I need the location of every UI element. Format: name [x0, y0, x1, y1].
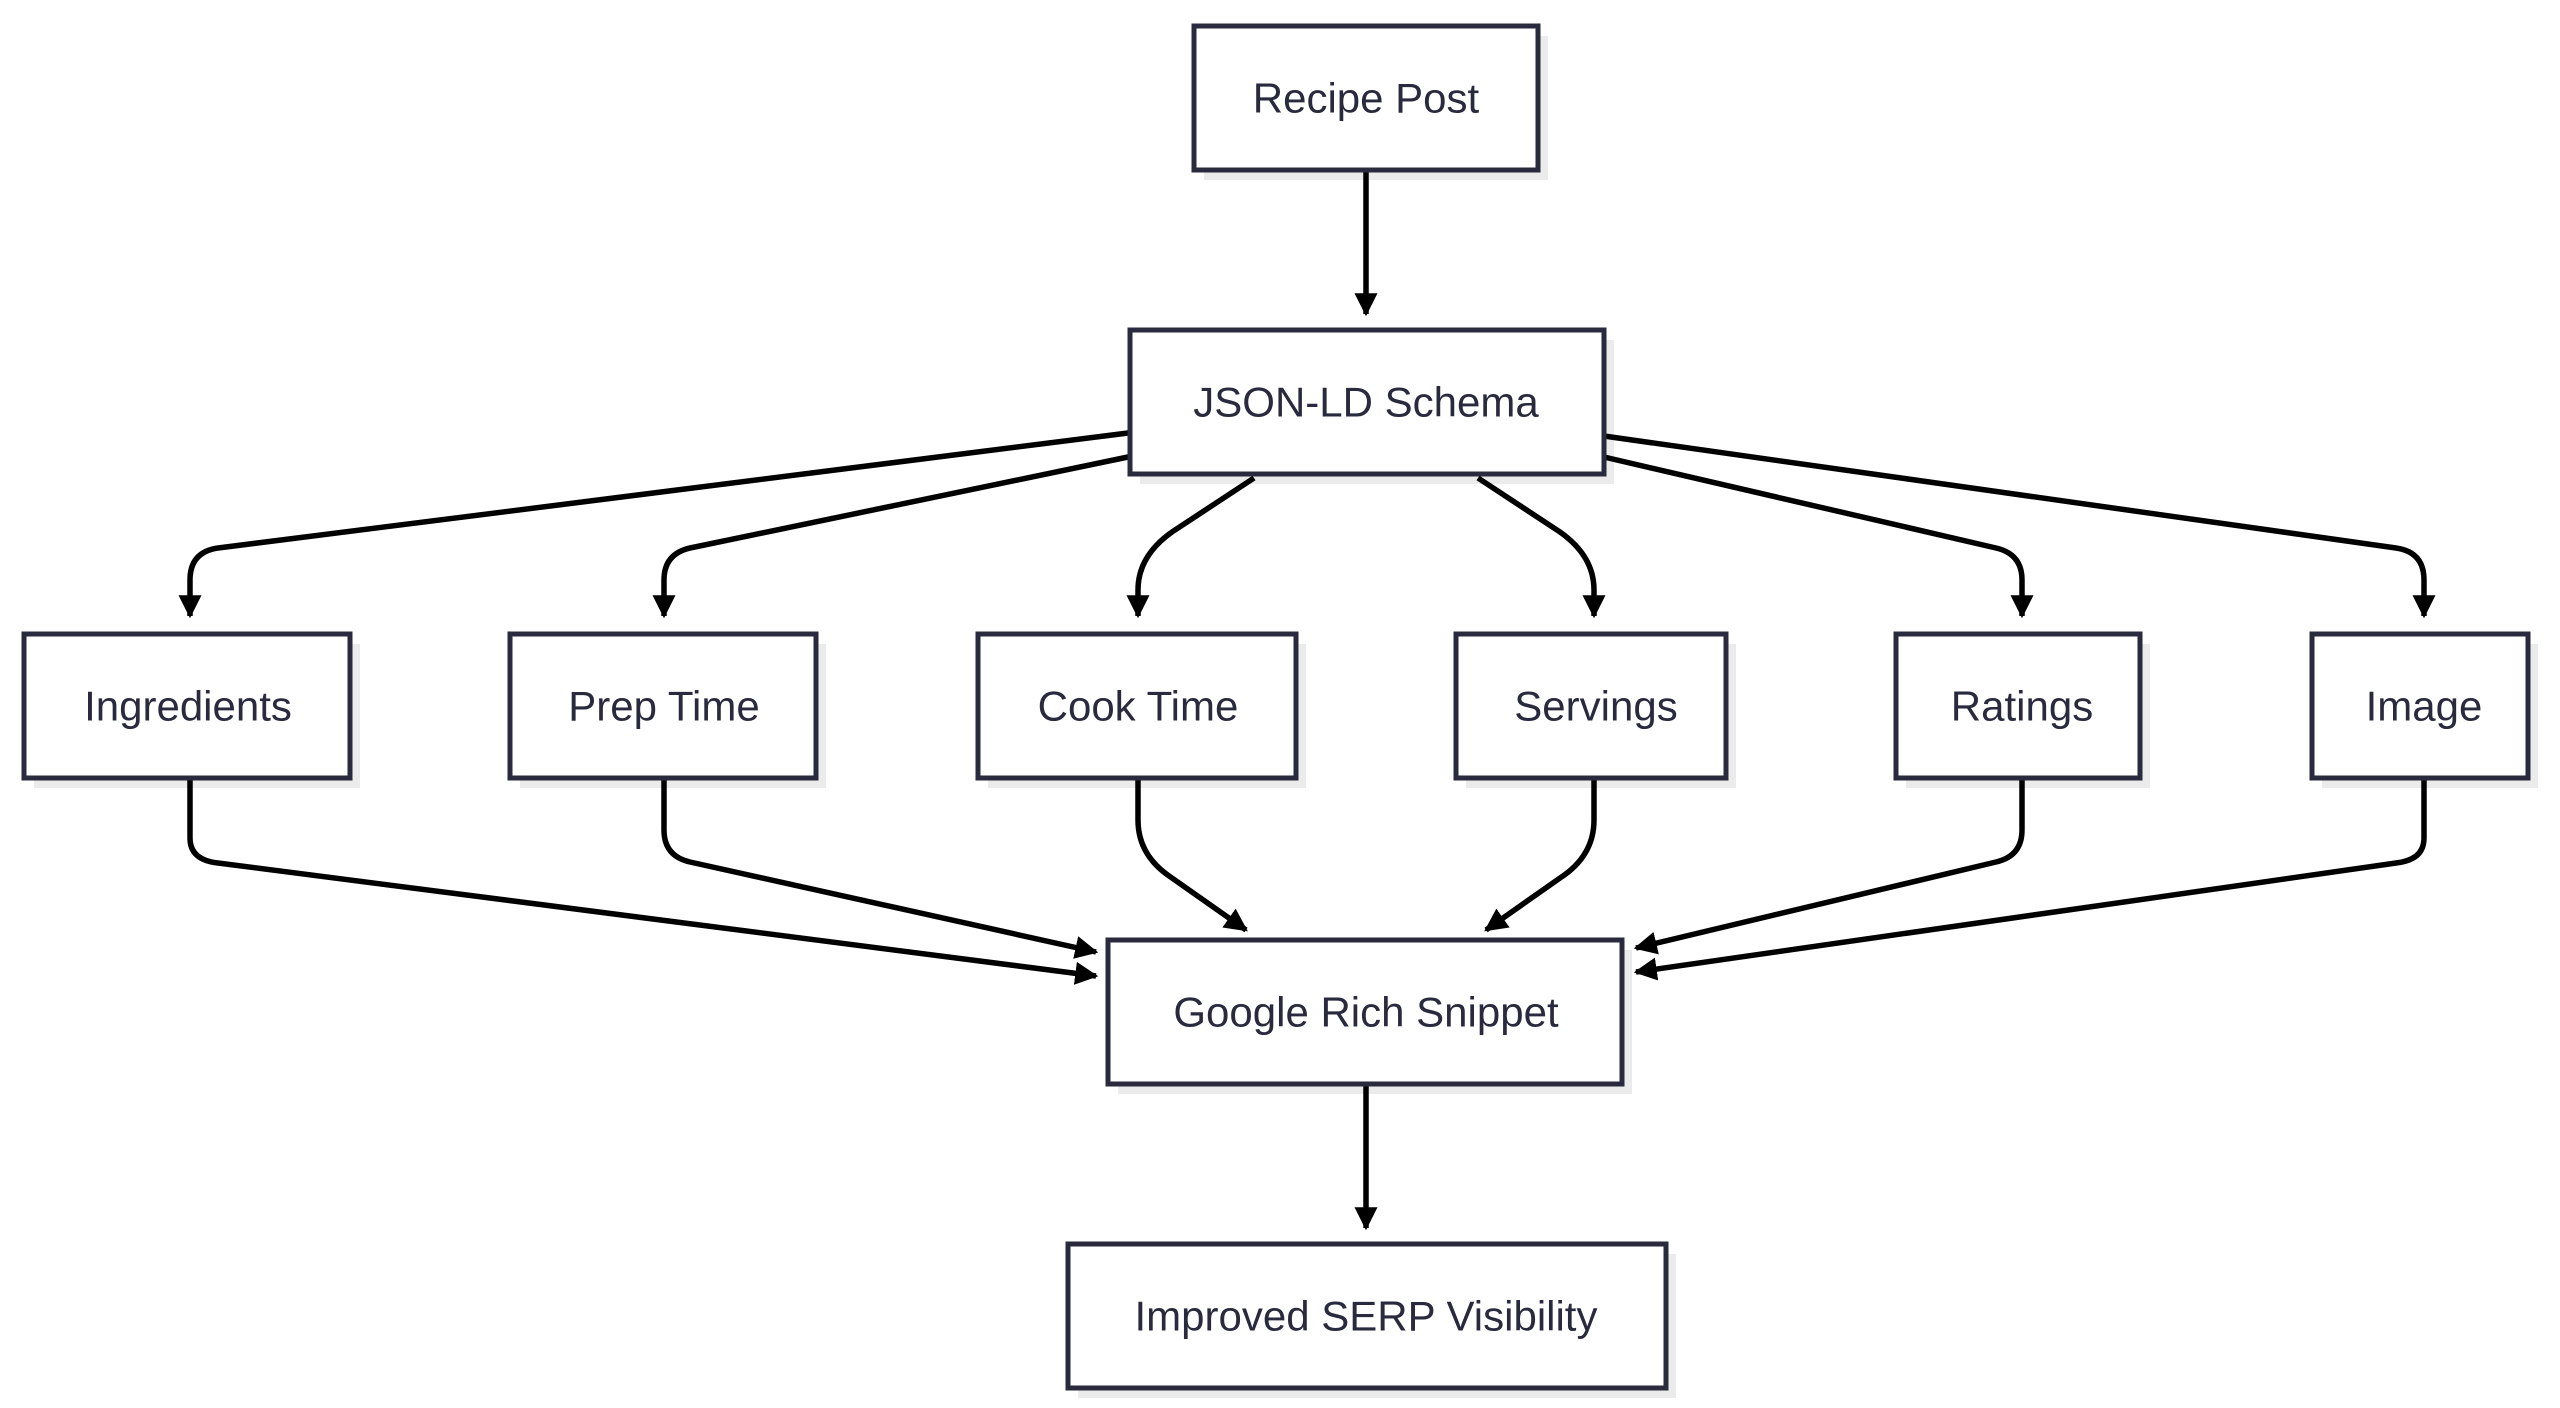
node-improved-serp-visibility: Improved SERP Visibility — [1065, 1241, 1676, 1398]
edge-image-to-rich-snippet — [1633, 780, 2427, 981]
node-ratings: Ratings — [1893, 631, 2150, 788]
node-label-ingredients: Ingredients — [84, 683, 292, 730]
node-label-improved-serp-visibility: Improved SERP Visibility — [1135, 1293, 1598, 1340]
node-json-ld-schema: JSON-LD Schema — [1127, 327, 1614, 484]
node-servings: Servings — [1453, 631, 1736, 788]
edge-json-ld-to-ratings — [1603, 454, 2034, 619]
edge-servings-to-rich-snippet — [1484, 780, 1597, 933]
edge-json-ld-to-cook-time — [1126, 475, 1256, 619]
node-image: Image — [2309, 631, 2538, 788]
node-label-servings: Servings — [1514, 683, 1677, 730]
edge-json-ld-to-prep-time — [652, 454, 1129, 619]
edge-json-ld-to-image — [1603, 433, 2436, 619]
node-label-json-ld-schema: JSON-LD Schema — [1193, 379, 1539, 426]
nodes: Recipe Post JSON-LD Schema Ingredients P… — [21, 23, 2538, 1398]
node-label-cook-time: Cook Time — [1038, 683, 1239, 730]
edge-ingredients-to-rich-snippet — [187, 780, 1099, 985]
node-prep-time: Prep Time — [507, 631, 826, 788]
edge-ratings-to-rich-snippet — [1633, 780, 2025, 955]
node-google-rich-snippet: Google Rich Snippet — [1105, 937, 1632, 1094]
node-label-google-rich-snippet: Google Rich Snippet — [1173, 989, 1559, 1036]
node-label-image: Image — [2366, 683, 2483, 730]
node-cook-time: Cook Time — [975, 631, 1306, 788]
edge-cook-time-to-rich-snippet — [1135, 780, 1248, 933]
node-label-ratings: Ratings — [1951, 683, 2093, 730]
edge-prep-time-to-rich-snippet — [661, 780, 1099, 959]
node-recipe-post: Recipe Post — [1191, 23, 1548, 180]
node-label-prep-time: Prep Time — [568, 683, 759, 730]
edge-json-ld-to-servings — [1476, 475, 1606, 619]
node-ingredients: Ingredients — [21, 631, 360, 788]
edge-json-ld-to-ingredients — [178, 430, 1129, 619]
node-label-recipe-post: Recipe Post — [1253, 75, 1480, 122]
edges — [178, 171, 2436, 1231]
